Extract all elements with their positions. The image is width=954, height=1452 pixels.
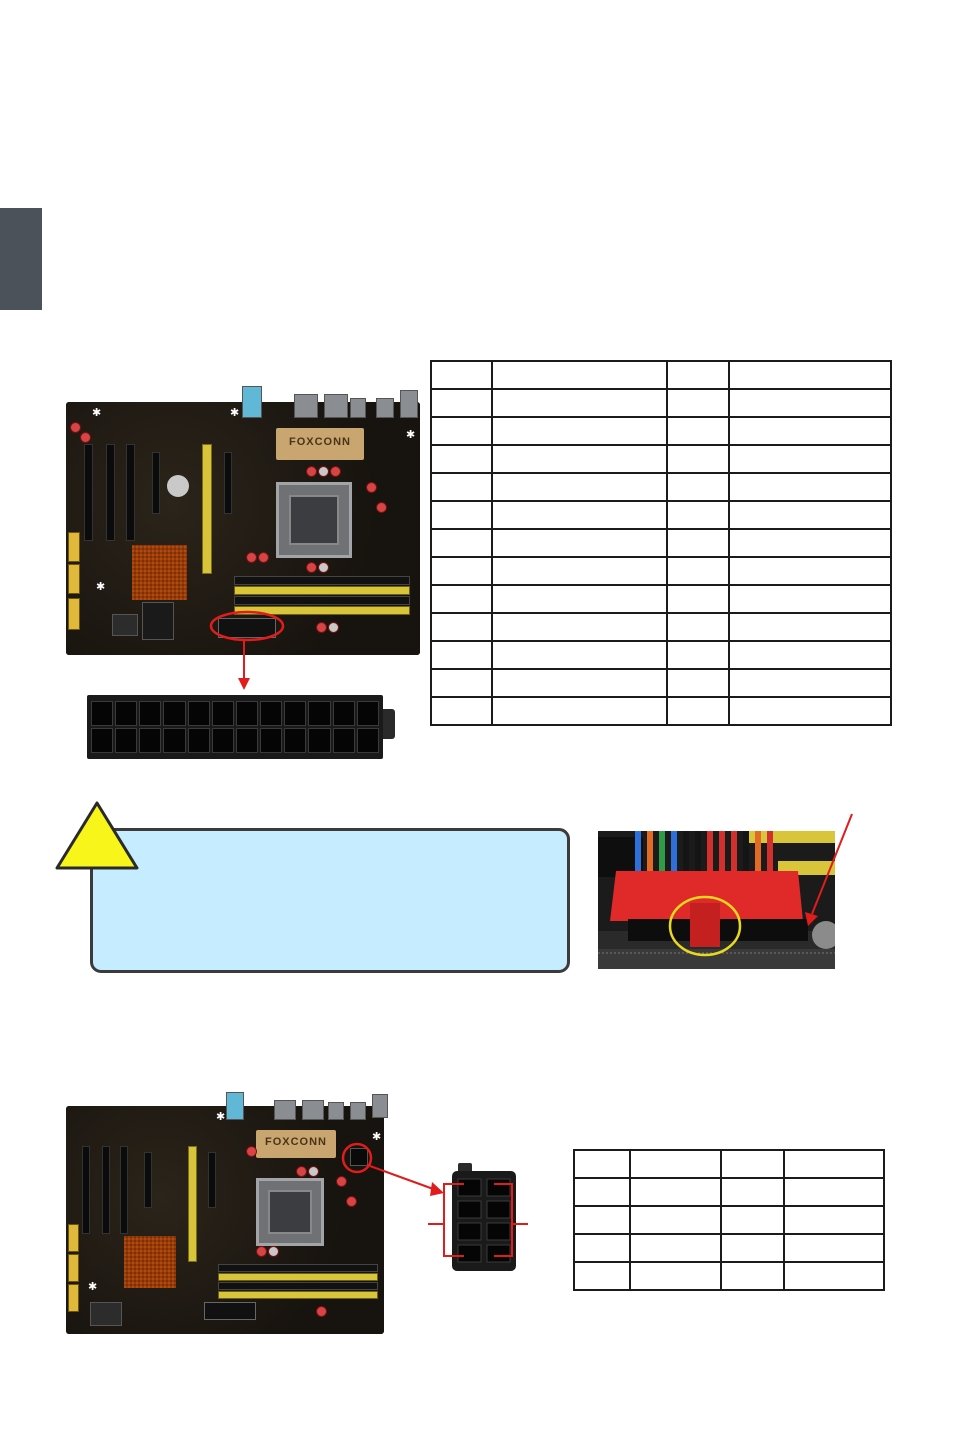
pin-group-brackets (428, 1183, 528, 1257)
table-row (430, 528, 893, 558)
table-row (430, 444, 893, 474)
table-row (430, 388, 893, 418)
atx-24pin-connector-diagram (87, 695, 395, 759)
motherboard-image-bottom: FOXCONN ✱ ✱ ✱ (66, 1092, 388, 1334)
atx-24pin-callout (209, 610, 285, 690)
latch-pointer-arrow (805, 813, 853, 926)
board-brand-label: FOXCONN (289, 436, 351, 448)
table-row (430, 584, 893, 614)
table-row (430, 668, 893, 698)
table-row (430, 640, 893, 670)
table-row (573, 1149, 886, 1179)
table-row (430, 696, 893, 726)
table-row (430, 556, 893, 586)
connector-latch-photo (598, 831, 835, 969)
table-row (430, 612, 893, 642)
cpu-8pin-callout (341, 1142, 444, 1196)
board-brand-label-bottom: FOXCONN (265, 1136, 327, 1148)
cpu-8pin-table (573, 1149, 886, 1291)
table-row (573, 1177, 886, 1207)
table-row (430, 416, 893, 446)
table-row (573, 1233, 886, 1263)
table-row (573, 1205, 886, 1235)
warning-box (90, 828, 570, 973)
motherboard-image-top: FOXCONN ✱ ✱ ✱ ✱ (66, 386, 420, 655)
table-row (573, 1261, 886, 1291)
table-row (430, 360, 893, 390)
atx-24pin-table (430, 360, 893, 726)
warning-triangle-icon (55, 801, 139, 870)
table-row (430, 500, 893, 530)
cpu-8pin-connector-diagram (452, 1163, 516, 1271)
table-row (430, 472, 893, 502)
chapter-side-tab (0, 208, 42, 310)
